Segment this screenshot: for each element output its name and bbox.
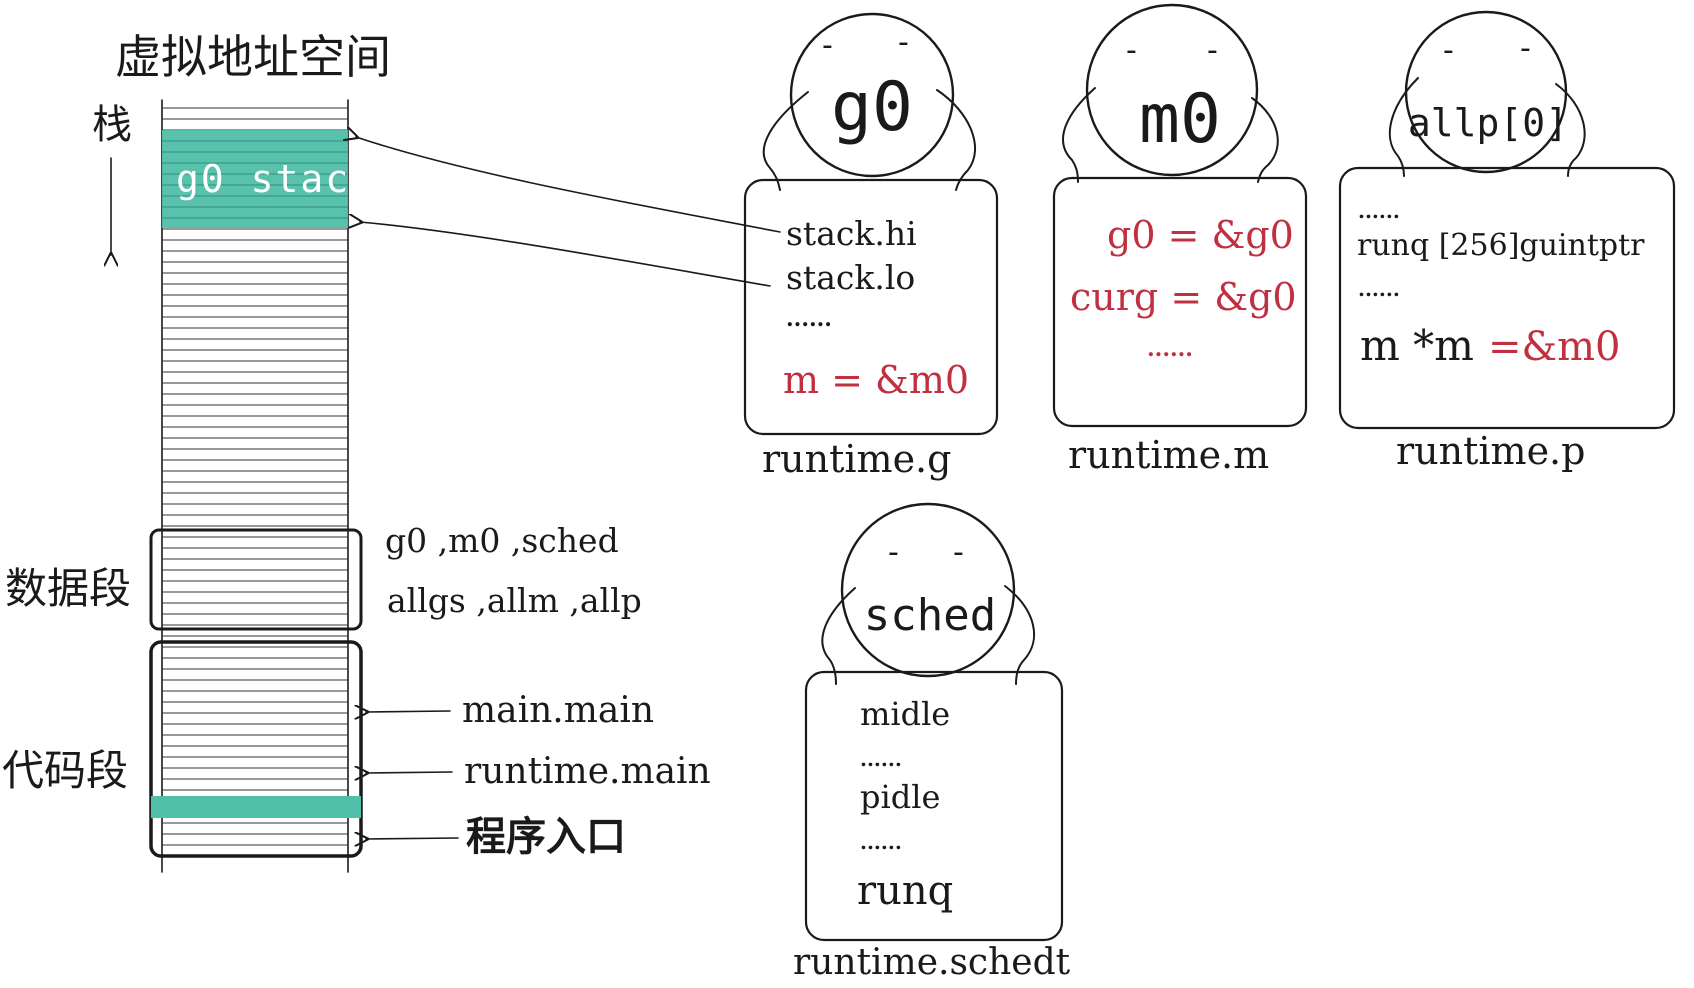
- sched-pidle: pidle: [860, 778, 940, 816]
- arrow-program-entry: [366, 838, 459, 839]
- sched-arm-right: [1004, 585, 1036, 685]
- p0-ellipsis-top: ......: [1358, 199, 1400, 223]
- g0-character: - - g0 stack.hi stack.lo ...... m = &m0 …: [743, 12, 999, 481]
- p0-arm-right: [1555, 83, 1586, 177]
- program-entry-highlight: [151, 796, 361, 818]
- m0-ellipsis: ......: [1147, 336, 1193, 362]
- g0-type-label: runtime.g: [762, 437, 951, 481]
- code-segment-box: [149, 640, 363, 858]
- data-segment-line2: allgs ,allm ,allp: [387, 581, 642, 620]
- arrow-runtime-main: [366, 772, 453, 773]
- m0-arm-left: [1062, 87, 1096, 183]
- m0-character: - - m0 g0 = &g0 curg = &g0 ...... runtim…: [1052, 3, 1308, 477]
- p0-eyes: -: [1443, 33, 1454, 68]
- p0-card: [1338, 166, 1676, 430]
- data-segment-label: 数据段: [5, 564, 131, 613]
- sched-card: [804, 670, 1064, 942]
- m0-arm-right: [1251, 97, 1279, 183]
- p0-m-field-value: =&m0: [1488, 324, 1621, 370]
- sched-character: - - sched midle ...... pidle ...... runq…: [793, 502, 1071, 983]
- g0-stack-block: [162, 130, 348, 228]
- data-segment-line1: g0 ,m0 ,sched: [385, 521, 619, 560]
- sched-ellipsis2: ......: [860, 830, 902, 854]
- g0-ellipsis: ......: [786, 306, 832, 332]
- g0-stack-lo: stack.lo: [786, 258, 915, 297]
- sched-head-label: sched: [864, 590, 996, 641]
- g0-card: [743, 178, 999, 436]
- p0-head-label: allp[0]: [1408, 101, 1568, 145]
- code-segment-label: 代码段: [2, 746, 128, 795]
- p0-head: [1404, 10, 1568, 174]
- sched-arm-left: [821, 587, 856, 685]
- p0-type-label: runtime.p: [1396, 429, 1585, 473]
- g0-arm-right: [936, 89, 977, 191]
- p0-eyes-right: -: [1520, 31, 1531, 66]
- m0-card: [1052, 176, 1308, 428]
- arrow-stack-hi: [356, 137, 781, 233]
- m0-eyes-right: -: [1207, 33, 1218, 68]
- m0-eyes: -: [1126, 33, 1137, 68]
- g0-eyes-right: -: [898, 25, 909, 60]
- sched-head: [840, 502, 1016, 678]
- p0-runq-field: runq [256]guintptr: [1357, 228, 1645, 263]
- m0-curg-field: curg = &g0: [1070, 275, 1297, 319]
- sched-eyes-right: -: [953, 535, 964, 570]
- p0-character: - - allp[0] ...... runq [256]guintptr ..…: [1338, 10, 1676, 473]
- arrow-main-main: [366, 711, 451, 712]
- m0-type-label: runtime.m: [1068, 433, 1269, 477]
- g0-head: [789, 12, 955, 178]
- p0-m-field-name: m *m: [1360, 321, 1474, 370]
- g0-head-label: g0: [831, 68, 913, 147]
- m0-head: [1085, 3, 1259, 177]
- code-program-entry: 程序入口: [466, 813, 626, 860]
- m0-head-label: m0: [1139, 80, 1221, 159]
- data-segment-box: [149, 528, 363, 631]
- arrow-stack-lo: [360, 222, 771, 287]
- g0-m-field: m = &m0: [783, 358, 969, 402]
- g0-stack-hi: stack.hi: [786, 214, 917, 253]
- g0-stack-rows: [162, 140, 348, 219]
- memory-title: 虚拟地址空间: [115, 30, 391, 84]
- sched-ellipsis1: ......: [860, 747, 902, 771]
- sched-midle: midle: [860, 695, 950, 733]
- g0-eyes: -: [822, 28, 833, 63]
- p0-ellipsis-mid: ......: [1358, 277, 1400, 301]
- stack-label: 栈: [92, 102, 132, 148]
- g0-stack-label: g0 stack: [176, 157, 375, 201]
- code-runtime-main: runtime.main: [464, 751, 711, 792]
- sched-eyes: -: [888, 535, 899, 570]
- m0-g0-field: g0 = &g0: [1107, 213, 1294, 257]
- sched-type-label: runtime.schedt: [793, 942, 1071, 983]
- sched-runq: runq: [857, 868, 953, 914]
- g0-arm-left: [762, 91, 809, 191]
- code-main-main: main.main: [462, 690, 654, 731]
